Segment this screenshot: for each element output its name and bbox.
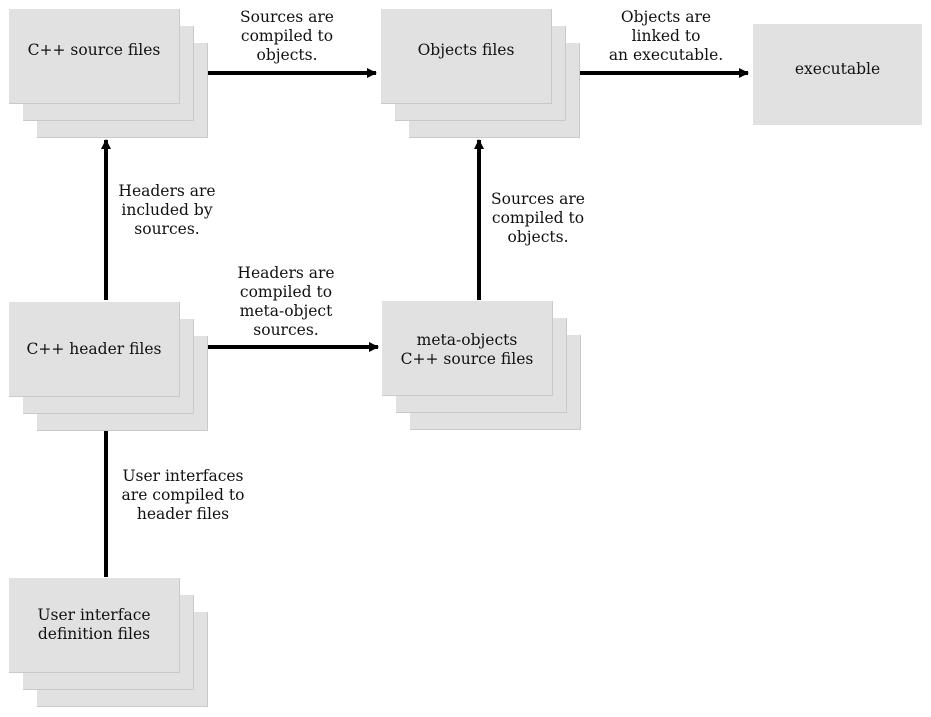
node-meta-objects-label: meta-objects C++ source files bbox=[400, 331, 534, 368]
node-cpp-header-files-label: C++ header files bbox=[26, 339, 162, 358]
edge-label-headers-to-meta: Headers are compiled to meta-object sour… bbox=[237, 264, 335, 339]
node-ui-definition-files-label: User interface definition files bbox=[37, 606, 151, 643]
edge-label-meta-to-objects: Sources are compiled to objects. bbox=[491, 190, 585, 246]
node-cpp-source-files-label: C++ source files bbox=[27, 40, 161, 59]
node-executable-label: executable bbox=[794, 59, 881, 78]
edge-label-headers-included: Headers are included by sources. bbox=[118, 182, 216, 238]
edge-label-ui-to-headers: User interfaces are compiled to header f… bbox=[121, 467, 245, 523]
edge-label-objects-to-executable: Objects are linked to an executable. bbox=[608, 8, 724, 64]
edge-label-sources-to-objects: Sources are compiled to objects. bbox=[240, 8, 334, 64]
node-executable: executable bbox=[753, 24, 922, 125]
node-objects-files-label: Objects files bbox=[417, 40, 515, 59]
